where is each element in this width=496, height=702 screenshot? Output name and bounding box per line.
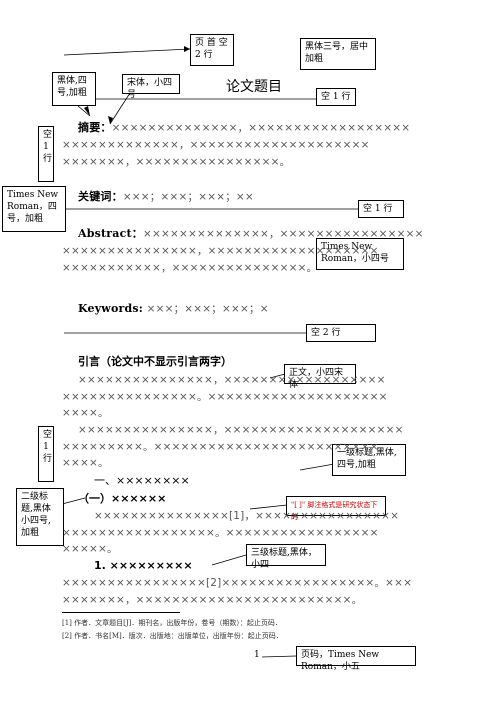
callout-abstract-font: 宋体，小四号: [122, 74, 180, 100]
abstract-line-2: ×××××××××××××，××××××××××××××××××××: [62, 139, 370, 151]
intro-p1-line-1: ×××××××××××××××，××××××××××××××××××: [78, 374, 386, 386]
page-title: 论文题目: [226, 79, 282, 95]
intro-p2-line-2: ×××××××××。×××××××××××××××××××××××××: [62, 441, 379, 453]
abstract-en-line-2: ×××××××××××××××，×××××××××××××××××××: [62, 245, 379, 257]
callout-level3-font: 三级标题,黑体，小四: [246, 544, 326, 570]
callout-footnote-note: "[ ]" 脚注格式是研究状态下的: [286, 496, 386, 521]
section-1-p1-line-1: ×××××××××××××××[1]，××××××××××××××××: [94, 510, 400, 522]
footnote-separator: [62, 612, 180, 613]
callout-en-body-font: Times New Roman，小四号: [316, 238, 404, 270]
page-number: 1: [254, 650, 260, 660]
callout-space-2: 空 2 行: [306, 324, 376, 342]
callout-title-font: 黑体三号，居中加粗: [300, 38, 376, 70]
section-1-p2-line-2: ×××××××，××××××××××××××××××××××××。: [62, 594, 363, 606]
abstract-en-label: Abstract：: [78, 227, 144, 240]
intro-heading: 引言（论文中不显示引言两字）: [78, 355, 232, 368]
intro-p2-line-3: ××××。: [62, 457, 109, 469]
callout-body-font: 正文，小四宋体: [284, 364, 356, 390]
callout-level1-font: 一级标题,黑体,四号,加粗: [332, 444, 406, 476]
intro-p1-line-2: ×××××××××××××××。××××××××××××××××××××: [62, 391, 388, 403]
abstract-label: 摘要：: [78, 121, 112, 134]
abstract-en-line-1: ××××××××××××××，××××××××××××××××: [143, 228, 424, 240]
callout-label-font: 黑体,四号,加粗: [52, 72, 96, 106]
section-1-p2-line-1: ××××××××××××××××[2]×××××××××××××××××。×××: [62, 577, 413, 589]
section-1-sub-heading: （一）××××××: [78, 492, 167, 505]
callout-en-label-font: Times New Roman，四号，加粗: [2, 186, 66, 232]
keywords-en-value: ×××；×××；×××；×: [146, 303, 269, 315]
keywords-cn-label: 关键词：: [78, 190, 123, 203]
callout-page-number-font: 页码，Times New Roman，小五: [296, 646, 416, 672]
section-1-heading: 一、××××××××: [94, 474, 190, 487]
callout-space-keywords: 空 1 行: [358, 200, 404, 218]
callout-level2-font: 二级标题,黑体小四号,加粗: [16, 488, 64, 546]
callout-space-title: 空 1 行: [316, 88, 356, 106]
intro-p2-line-1: ×××××××××××××××，××××××××××××××××××××: [78, 424, 404, 436]
abstract-line-1: ××××××××××××××，××××××××××××××××××: [111, 122, 411, 134]
section-1-subsub-heading: 1. ×××××××××: [94, 559, 193, 572]
section-1-p1-line-2: ×××××××××××××××××。×××××××××××××××××: [62, 527, 379, 539]
footnote-1: [1] 作者．文章题目[J]．期刊名，出版年份，卷号（期数）：起止页码．: [62, 619, 282, 627]
callout-space-left: 空 1 行: [38, 126, 54, 182]
abstract-line-3: ×××××××，××××××××××××××××。: [62, 156, 291, 168]
callout-space-left-2: 空 1 行: [38, 426, 54, 482]
callout-header-space: 页 首 空 2 行: [190, 34, 234, 66]
abstract-en-line-3: ×××××××××××，×××××××××××××××。: [62, 262, 318, 274]
footnote-2: [2] 作者．书名[M]．版次．出版地：出版单位，出版年份：起止页码．: [62, 632, 283, 640]
keywords-en-label: Keywords:: [78, 302, 144, 315]
intro-p1-line-3: ××××。: [62, 407, 109, 419]
keywords-cn-value: ×××；×××；×××；××: [122, 191, 254, 203]
section-1-p1-line-3: ×××××。: [62, 543, 118, 555]
